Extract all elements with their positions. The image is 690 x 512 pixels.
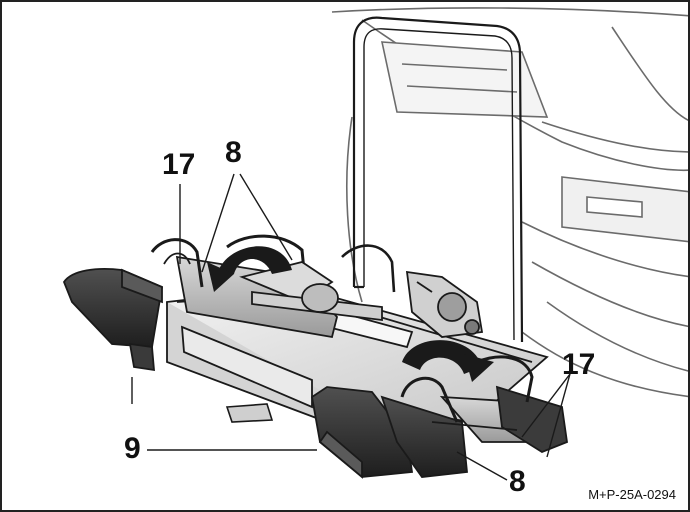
rotate-arrow-icon (207, 246, 292, 292)
rotate-arrow-icon (402, 340, 494, 382)
leader-lines (131, 173, 571, 481)
callout-17-left: 17 (162, 148, 196, 181)
support-frame (352, 16, 524, 343)
callout-9: 9 (124, 432, 141, 465)
vehicle-rear (331, 7, 688, 398)
center-clamp (251, 244, 484, 338)
right-wheel-cradle (380, 355, 568, 478)
callout-17-right: 17 (562, 348, 596, 381)
figure-code: M+P-25A-0294 (588, 487, 676, 502)
mounting-foot (225, 403, 274, 423)
callout-8-top: 8 (225, 136, 242, 169)
left-tail-light (62, 268, 164, 372)
right-tail-light (311, 386, 414, 479)
callout-8-bottom: 8 (509, 465, 526, 498)
